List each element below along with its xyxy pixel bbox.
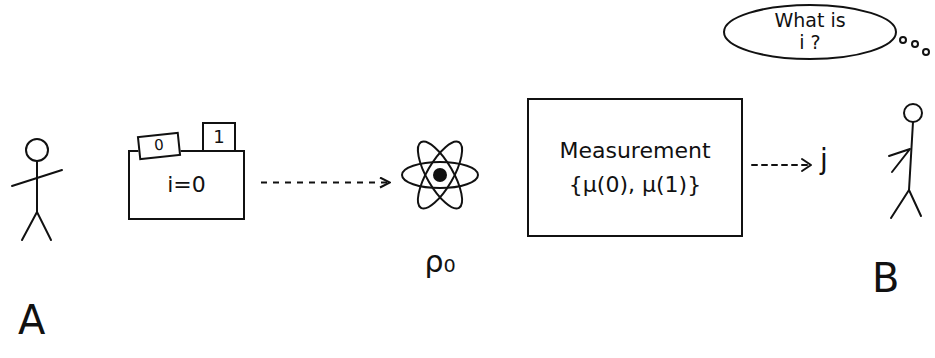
thought-trail <box>900 37 929 55</box>
party-label: A <box>18 300 45 340</box>
node-text: {μ(0), μ(1)} <box>569 172 701 197</box>
stick-figure <box>889 104 922 218</box>
thought-bubble: What is i ? <box>722 3 898 61</box>
process-box: 0 <box>137 132 181 160</box>
outcome-label: j <box>820 146 828 174</box>
dashed-arrow <box>261 182 390 184</box>
node-text: What is i ? <box>769 10 851 54</box>
node-text: Measurement <box>559 138 710 163</box>
party-label: B <box>872 258 899 298</box>
node-text: i=0 <box>167 172 206 197</box>
bubble-outline <box>724 5 896 59</box>
process-box: Measurement {μ(0), μ(1)} <box>527 98 743 237</box>
node-text: 1 <box>213 127 224 148</box>
process-box: 1 <box>202 122 236 152</box>
stick-figure <box>12 139 62 240</box>
atom-drawing <box>400 135 480 215</box>
process-box: i=001 <box>128 150 245 220</box>
state-label: ρ₀ <box>424 245 455 280</box>
node-text: 0 <box>153 137 164 155</box>
output-arrow <box>752 159 811 171</box>
atom-symbol: ρ₀ <box>400 135 480 215</box>
